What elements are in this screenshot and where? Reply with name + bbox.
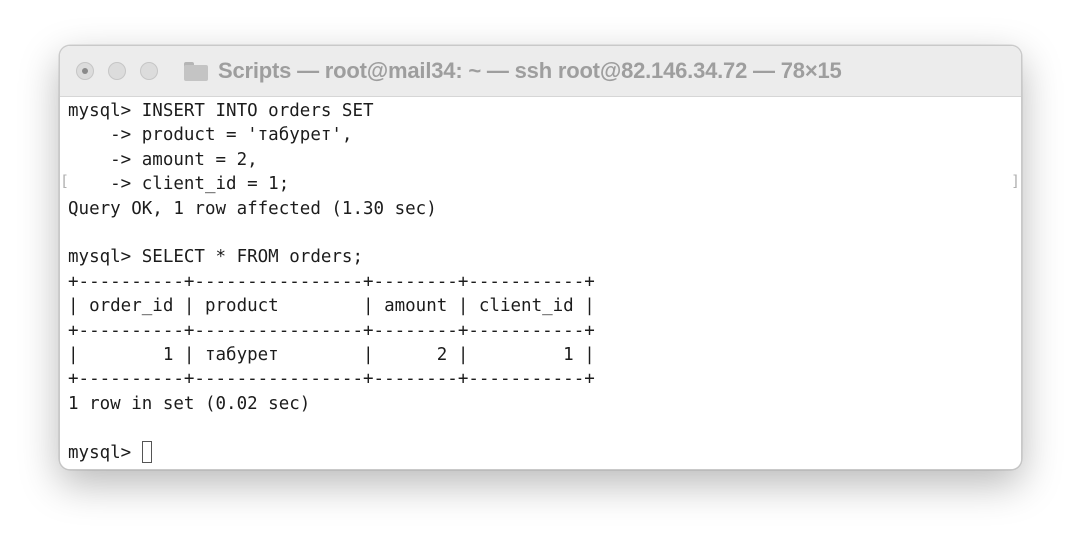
output-line: -> client_id = 1; (68, 174, 290, 195)
minimize-button[interactable] (108, 62, 126, 80)
table-header: | order_id | product | amount | client_i… (68, 296, 595, 317)
table-border: +----------+----------------+--------+--… (68, 369, 595, 390)
terminal-window: Scripts — root@mail34: ~ — ssh root@82.1… (59, 45, 1022, 470)
table-row: | 1 | табурет | 2 | 1 | (68, 345, 595, 366)
window-title: Scripts — root@mail34: ~ — ssh root@82.1… (218, 58, 842, 83)
text-cursor[interactable] (141, 440, 152, 463)
title-group: Scripts — root@mail34: ~ — ssh root@82.1… (184, 56, 842, 86)
terminal-output: mysql> INSERT INTO orders SET -> product… (68, 99, 595, 465)
right-bracket-marker: ] (1010, 172, 1020, 190)
close-button[interactable] (76, 62, 94, 80)
title-bar[interactable]: Scripts — root@mail34: ~ — ssh root@82.1… (60, 46, 1021, 97)
output-line: mysql> SELECT * FROM orders; (68, 247, 364, 268)
left-bracket-marker: [ (60, 172, 70, 190)
folder-icon (184, 61, 208, 81)
zoom-button[interactable] (140, 62, 158, 80)
output-line: 1 row in set (0.02 sec) (68, 393, 311, 414)
table-border: +----------+----------------+--------+--… (68, 271, 595, 292)
output-line: Query OK, 1 row affected (1.30 sec) (68, 198, 437, 219)
prompt: mysql> (68, 442, 142, 463)
output-line: mysql> INSERT INTO orders SET (68, 101, 374, 121)
output-line: -> product = 'табурет', (68, 125, 353, 146)
table-border: +----------+----------------+--------+--… (68, 320, 595, 341)
output-line: -> amount = 2, (68, 149, 258, 170)
terminal-content[interactable]: [ ] mysql> INSERT INTO orders SET -> pro… (60, 97, 1021, 469)
